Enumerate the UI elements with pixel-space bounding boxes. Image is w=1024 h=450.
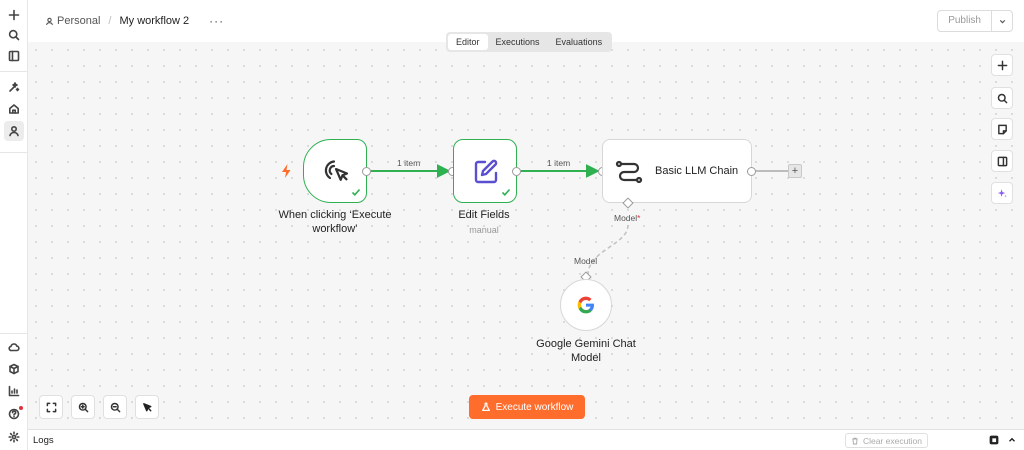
rail-divider bbox=[0, 71, 28, 72]
publish-button[interactable]: Publish bbox=[938, 11, 992, 31]
user-icon bbox=[45, 17, 54, 25]
fit-view-icon bbox=[46, 402, 56, 412]
zoom-in-button[interactable] bbox=[71, 395, 95, 419]
left-rail bbox=[0, 0, 28, 450]
templates-icon[interactable] bbox=[4, 77, 24, 97]
plus-icon bbox=[997, 60, 1007, 70]
settings-icon[interactable] bbox=[4, 427, 24, 447]
model-handle-label: Model* bbox=[614, 213, 641, 223]
ai-assistant-button[interactable] bbox=[991, 182, 1013, 204]
zoom-out-icon bbox=[110, 402, 120, 412]
clear-execution-label: Clear execution bbox=[862, 435, 922, 446]
side-panel-button[interactable] bbox=[991, 150, 1013, 172]
edit-fields-output-handle[interactable] bbox=[512, 167, 521, 176]
search-icon bbox=[997, 93, 1007, 103]
personal-icon[interactable] bbox=[4, 121, 24, 141]
workspace-label: Personal bbox=[57, 15, 101, 27]
publish-group: Publish bbox=[937, 10, 1013, 32]
tab-executions[interactable]: Executions bbox=[495, 37, 540, 47]
breadcrumb: Personal / My workflow 2 ··· bbox=[45, 14, 224, 28]
node-manual-trigger-label: When clicking ‘Execute workflow’ bbox=[278, 209, 392, 235]
execute-workflow-label: Execute workflow bbox=[495, 401, 574, 413]
chevron-up-icon[interactable] bbox=[1007, 435, 1017, 445]
sticky-note-icon bbox=[997, 124, 1007, 134]
edge-item-count: 1 item bbox=[547, 158, 571, 168]
cloud-icon[interactable] bbox=[4, 337, 24, 357]
popout-icon[interactable] bbox=[989, 435, 999, 445]
lightning-icon bbox=[282, 164, 291, 178]
selection-mode-button[interactable] bbox=[135, 395, 159, 419]
add-icon[interactable] bbox=[4, 5, 24, 25]
trigger-output-handle[interactable] bbox=[362, 167, 371, 176]
success-check-icon bbox=[501, 188, 511, 196]
breadcrumb-separator: / bbox=[108, 15, 112, 27]
publish-dropdown-button[interactable] bbox=[992, 11, 1012, 31]
edge-item-count: 1 item bbox=[397, 158, 421, 168]
edit-pencil-icon bbox=[474, 159, 498, 184]
sticky-note-button[interactable] bbox=[991, 118, 1013, 140]
clear-execution-button[interactable]: Clear execution bbox=[844, 433, 928, 448]
search-icon[interactable] bbox=[4, 25, 24, 45]
view-tabs: Editor Executions Evaluations bbox=[446, 32, 613, 52]
zoom-in-icon bbox=[78, 402, 88, 412]
add-node-button[interactable] bbox=[991, 54, 1013, 76]
execute-workflow-button[interactable]: Execute workflow bbox=[469, 395, 585, 419]
workflow-canvas[interactable] bbox=[28, 42, 1024, 429]
add-next-node-button[interactable]: + bbox=[788, 164, 802, 178]
rail-divider bbox=[0, 333, 28, 334]
node-edit-fields-sublabel: manual bbox=[469, 225, 499, 235]
insights-icon[interactable] bbox=[4, 381, 24, 401]
workspace-link[interactable]: Personal bbox=[45, 15, 100, 27]
more-options-button[interactable]: ··· bbox=[209, 14, 225, 28]
logs-panel-bar[interactable]: Logs Clear execution bbox=[28, 429, 1024, 450]
gemini-handle-label: Model bbox=[574, 256, 598, 266]
sparkle-icon bbox=[997, 188, 1007, 197]
tab-editor[interactable]: Editor bbox=[448, 34, 488, 50]
search-nodes-button[interactable] bbox=[991, 87, 1013, 109]
node-gemini-label: Google Gemini Chat Model bbox=[536, 338, 636, 364]
node-basic-llm-chain-label: Basic LLM Chain bbox=[655, 165, 739, 177]
workflow-name[interactable]: My workflow 2 bbox=[119, 15, 190, 27]
package-icon[interactable] bbox=[4, 359, 24, 379]
panel-icon bbox=[997, 156, 1007, 166]
pointer-icon bbox=[142, 402, 151, 411]
help-icon[interactable] bbox=[4, 404, 24, 424]
node-google-gemini-chat-model[interactable] bbox=[560, 279, 612, 331]
panel-toggle-icon[interactable] bbox=[4, 46, 24, 66]
llm-chain-output-handle[interactable] bbox=[747, 167, 756, 176]
success-check-icon bbox=[351, 188, 361, 196]
flask-icon bbox=[481, 402, 490, 411]
node-edit-fields[interactable] bbox=[453, 139, 517, 203]
notification-dot bbox=[19, 406, 23, 410]
chain-link-icon bbox=[615, 160, 643, 184]
node-manual-trigger[interactable] bbox=[303, 139, 367, 203]
trash-icon bbox=[852, 437, 858, 444]
cursor-click-icon bbox=[324, 160, 349, 181]
rail-divider bbox=[0, 152, 28, 153]
home-icon[interactable] bbox=[4, 99, 24, 119]
zoom-out-button[interactable] bbox=[103, 395, 127, 419]
chevron-down-icon bbox=[999, 19, 1005, 23]
logs-title: Logs bbox=[33, 435, 54, 446]
google-logo-icon bbox=[577, 296, 594, 314]
node-basic-llm-chain[interactable]: Basic LLM Chain bbox=[602, 139, 752, 203]
tab-evaluations[interactable]: Evaluations bbox=[555, 37, 603, 47]
fit-view-button[interactable] bbox=[39, 395, 63, 419]
node-edit-fields-label: Edit Fields bbox=[458, 209, 510, 221]
